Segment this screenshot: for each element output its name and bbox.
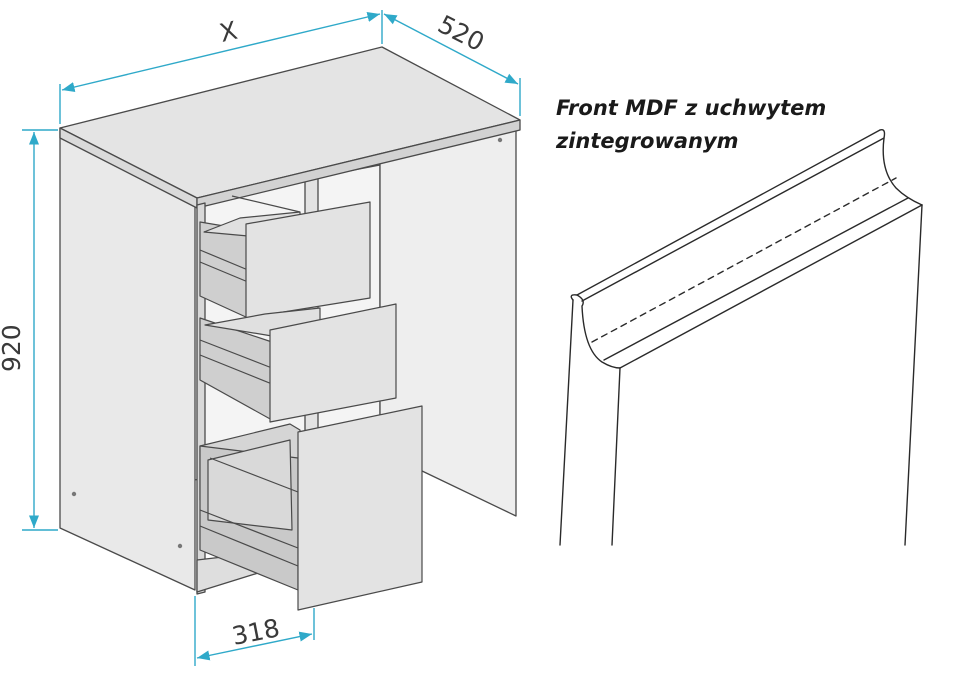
drawer-3 [199,405,423,611]
dimension-lines [22,10,521,666]
drawer-1-rail [199,249,249,271]
drawer-3-rail [199,525,299,567]
drawer-1-front [245,201,371,319]
drawer-3-front [297,405,423,611]
drawer-1 [199,195,371,319]
handle-top-rail-inner [581,137,885,302]
screw-dot [497,137,503,143]
drawer-3-inner [207,439,293,531]
handle-top-rail [576,129,881,296]
drawer-2-rail [199,354,273,385]
depth-label: 520 [433,10,489,58]
drawer-2-front [269,303,397,423]
drawer-3-rail [199,509,299,549]
height-label: 920 [0,324,26,372]
handle-front-edge-outer [603,197,909,361]
drawer-2 [199,303,397,423]
front-right-edge [904,204,923,546]
handle-front-edge [619,204,923,369]
caption-line-2: zintegrowanym [556,129,739,153]
front-left-inner-edge [611,367,621,546]
drawer-1-rod [231,195,301,213]
drawer-3-rod [209,457,299,493]
handle-right-profile [879,128,923,206]
width-dimension-line [61,12,381,92]
drawer-width-label: 318 [230,613,282,651]
handle-groove-hidden-line [591,177,897,343]
front-left-edge [559,299,574,546]
drawers [199,195,423,611]
width-label: X [217,16,240,48]
drawer-width-dimension-line [196,631,313,661]
caption-line-1: Front MDF z uchwytem [556,96,827,120]
handle-left-profile [570,294,621,369]
front-mdf-caption: Front MDF z uchwytem zintegrowanym [556,92,936,158]
screw-dot [71,491,77,497]
drawer-2-rail [199,339,273,369]
depth-dimension-line [383,13,519,85]
drawer-1-rail [199,261,249,283]
mdf-front-detail [559,128,923,546]
screw-dot [177,543,183,549]
